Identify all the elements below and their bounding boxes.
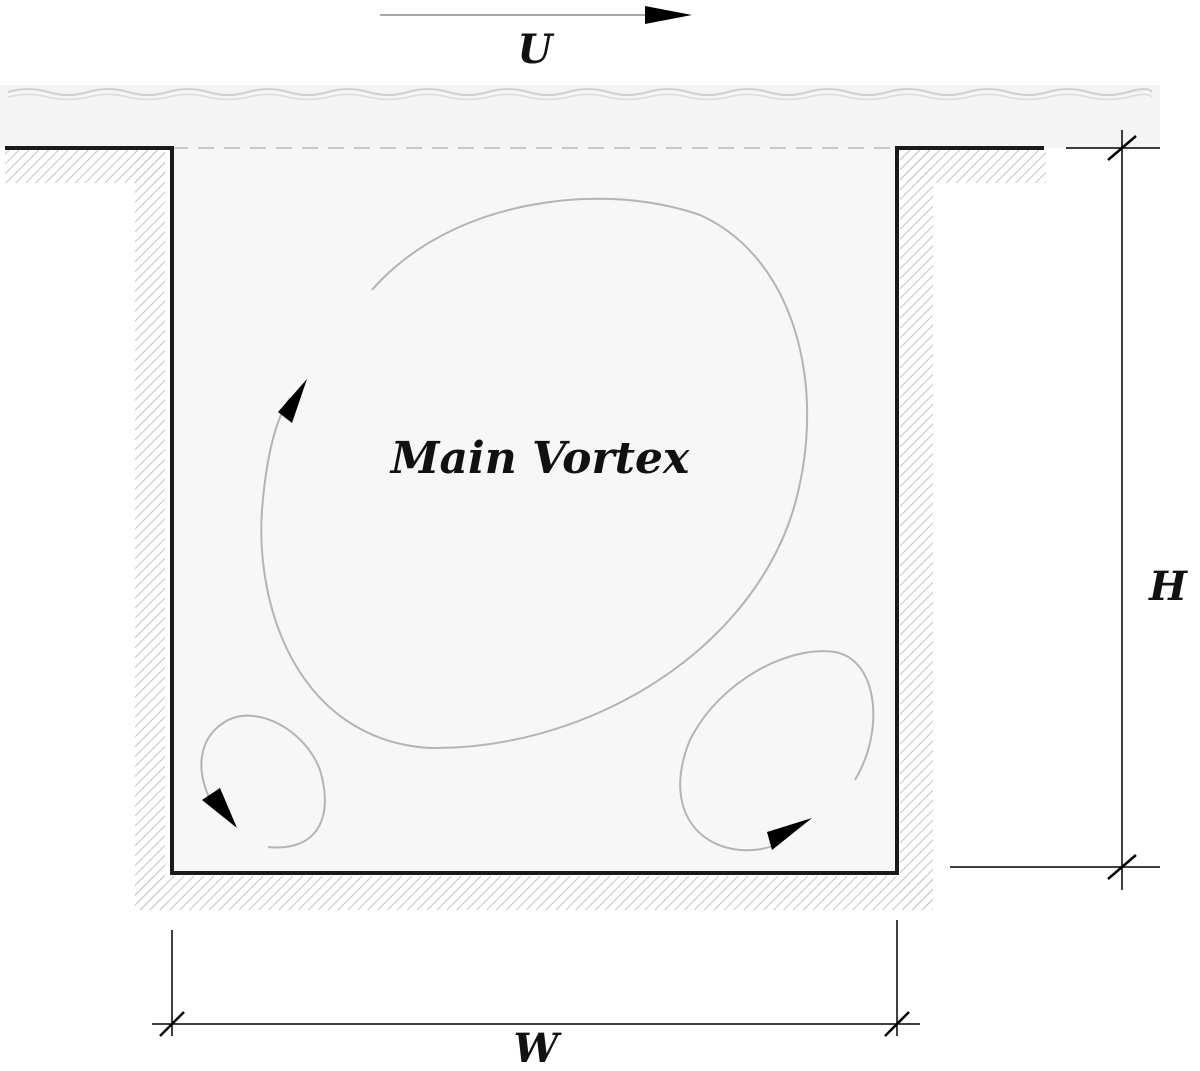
width-dimension	[152, 920, 920, 1037]
width-label: W	[514, 1025, 563, 1071]
free-surface-line-2	[7, 93, 1153, 101]
cavity-wall	[5, 146, 1044, 875]
height-dimension	[950, 130, 1160, 890]
main-vortex-streamline	[260, 197, 809, 750]
vortex-arrowhead	[202, 788, 237, 828]
main-vortex-label: Main Vortex	[389, 433, 690, 484]
height-label: H	[1148, 563, 1188, 610]
corner-vortex-left-streamline	[200, 714, 326, 849]
vortex-arrowhead	[278, 379, 307, 423]
corner-vortex-right-streamline	[679, 650, 875, 852]
free-surface-line	[7, 88, 1153, 96]
cavity-interior	[172, 148, 897, 873]
flow-direction-arrow	[380, 6, 692, 24]
vortex-arrowhead	[767, 818, 812, 850]
hatched-wall-region	[5, 150, 1046, 910]
velocity-label: U	[518, 26, 555, 73]
